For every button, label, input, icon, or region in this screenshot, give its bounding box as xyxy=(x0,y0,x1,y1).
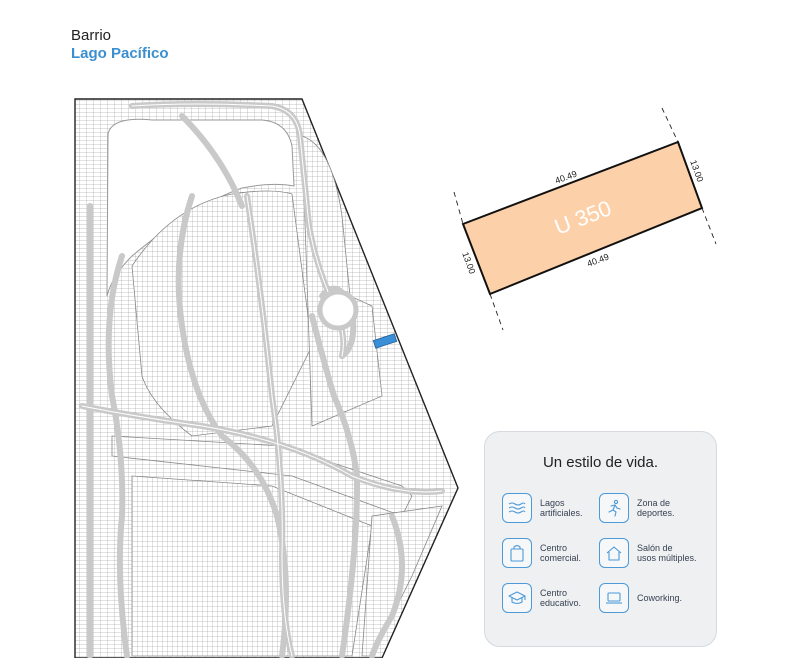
amenity-multipurpose: Salón de usos múltiples. xyxy=(599,538,711,568)
title-barrio: Barrio xyxy=(71,27,112,44)
amenity-lakes: Lagos artificiales. xyxy=(502,493,614,523)
graduation-cap-icon xyxy=(502,583,532,613)
amenity-sports: Zona de deportes. xyxy=(599,493,711,523)
card-title: Un estilo de vida. xyxy=(542,454,659,471)
shopping-bag-icon xyxy=(502,538,532,568)
waves-icon xyxy=(502,493,532,523)
lifestyle-card: Un estilo de vida. Lagos artificiales. Z… xyxy=(484,431,717,647)
amenity-label: Zona de deportes. xyxy=(637,498,675,518)
runner-icon xyxy=(599,493,629,523)
highlighted-lot xyxy=(372,333,398,349)
amenity-label: Lagos artificiales. xyxy=(540,498,583,518)
amenity-coworking: Coworking. xyxy=(599,583,711,613)
title-block: Barrio Lago Pacífico xyxy=(71,27,169,63)
lot-polygon xyxy=(461,140,704,296)
block-d xyxy=(131,475,373,657)
amenity-label: Coworking. xyxy=(637,593,683,603)
amenity-commercial: Centro comercial. xyxy=(502,538,614,568)
site-plan-map[interactable] xyxy=(72,96,462,659)
house-icon xyxy=(599,538,629,568)
extension-lines xyxy=(453,107,717,331)
amenity-label: Centro educativo. xyxy=(540,588,582,608)
laptop-icon xyxy=(599,583,629,613)
cul-de-sac xyxy=(317,289,359,331)
amenity-label: Centro comercial. xyxy=(540,543,582,563)
lot-dimension-diagram: U 350 40.49 40.49 13.00 13.00 xyxy=(440,100,740,340)
amenity-education: Centro educativo. xyxy=(502,583,614,613)
title-neighborhood: Lago Pacífico xyxy=(71,45,169,62)
lake-area xyxy=(106,118,295,297)
amenity-label: Salón de usos múltiples. xyxy=(637,543,697,563)
